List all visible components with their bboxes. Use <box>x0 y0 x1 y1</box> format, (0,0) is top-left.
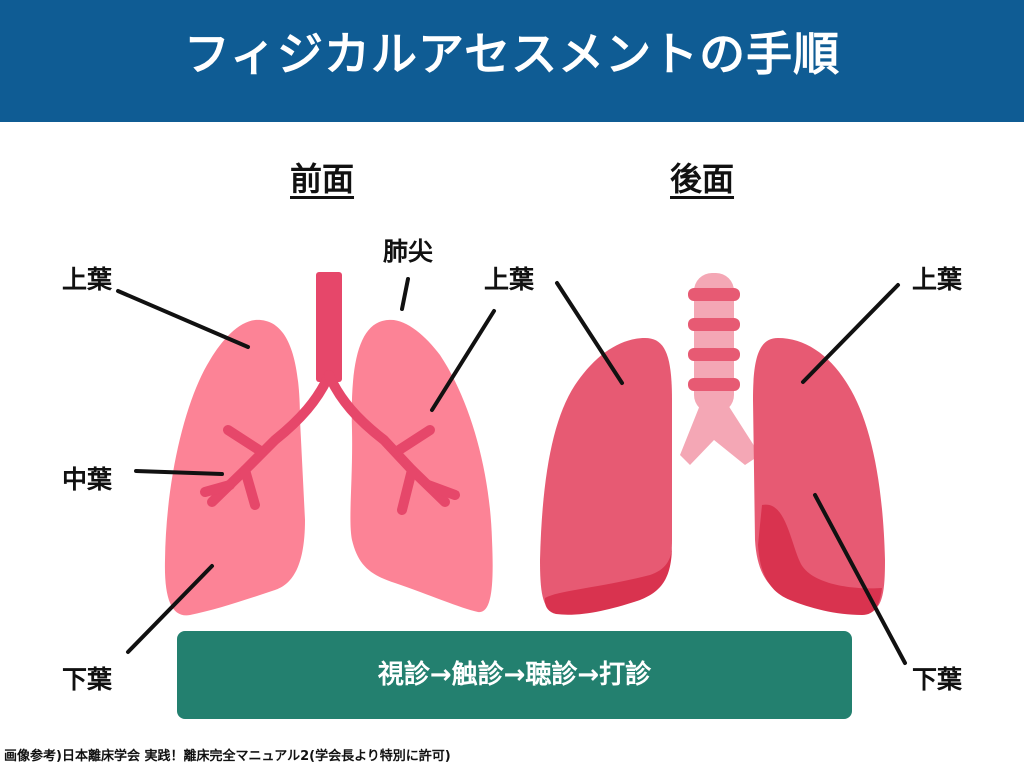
label-front-middle: 中葉 <box>62 465 113 494</box>
back-left-lung <box>540 338 672 613</box>
label-front-upper-left: 上葉 <box>62 265 113 294</box>
label-front-lower: 下葉 <box>62 665 113 694</box>
front-left-lung <box>164 319 305 616</box>
title-bar: フィジカルアセスメントの手順 <box>0 0 1024 122</box>
image-credit: 画像参考)日本離床学会 実践！離床完全マニュアル2(学会長より特別に許可) <box>4 749 451 764</box>
pointer-lines <box>116 277 907 665</box>
front-lungs <box>164 272 493 616</box>
front-view-label: 前面 <box>290 160 355 198</box>
label-apex: 肺尖 <box>383 237 434 266</box>
back-right-lower <box>758 504 882 615</box>
label-back-lower: 下葉 <box>912 665 963 694</box>
back-view-label: 後面 <box>670 160 735 198</box>
front-bronchi <box>200 370 460 515</box>
procedure-banner: 視診→触診→聴診→打診 <box>177 631 852 719</box>
back-trachea-rings <box>688 288 740 391</box>
procedure-text: 視診→触診→聴診→打診 <box>377 660 652 690</box>
back-left-lower <box>544 545 672 615</box>
front-right-lung <box>350 319 493 613</box>
page-title: フィジカルアセスメントの手順 <box>183 27 841 81</box>
back-lungs <box>540 273 885 615</box>
front-trachea <box>316 272 342 382</box>
label-back-upper: 上葉 <box>912 265 963 294</box>
label-front-upper-right: 上葉 <box>484 265 535 294</box>
